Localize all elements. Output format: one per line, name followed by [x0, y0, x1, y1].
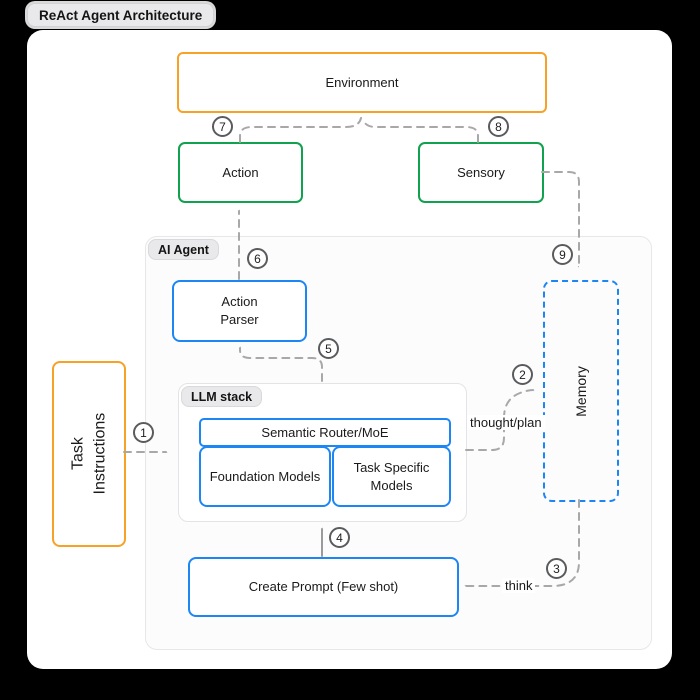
think-label: think [502, 578, 536, 593]
llm-stack-badge: LLM stack [181, 386, 263, 407]
node-task-specific-models: Task Specific Models [332, 446, 451, 507]
node-foundation-models: Foundation Models [199, 446, 331, 507]
step-circle-2: 2 [512, 364, 533, 385]
step-circle-9: 9 [552, 244, 573, 265]
thought-plan-label: thought/plan [467, 415, 545, 430]
step-circle-4: 4 [329, 527, 350, 548]
task-specific-models-label: Task Specific Models [353, 459, 430, 493]
node-action-parser: Action Parser [172, 280, 307, 342]
step-9-number: 9 [559, 247, 566, 262]
node-action: Action [178, 142, 303, 203]
node-memory: Memory [543, 280, 619, 502]
semantic-router-label: Semantic Router/MoE [261, 424, 389, 440]
environment-label: Environment [325, 74, 399, 90]
node-sensory: Sensory [418, 142, 544, 203]
sensory-label: Sensory [457, 164, 505, 180]
step-3-number: 3 [553, 561, 560, 576]
node-semantic-router: Semantic Router/MoE [199, 418, 451, 447]
step-circle-8: 8 [488, 116, 509, 137]
node-environment: Environment [177, 52, 547, 113]
step-8-number: 8 [495, 119, 502, 134]
task-instructions-label: Task Instructions [69, 413, 108, 495]
memory-label: Memory [572, 365, 589, 417]
diagram-title-badge: ReAct Agent Architecture [27, 3, 215, 27]
step-7-number: 7 [219, 119, 226, 134]
step-circle-5: 5 [318, 338, 339, 359]
step-circle-7: 7 [212, 116, 233, 137]
step-circle-6: 6 [247, 248, 268, 269]
create-prompt-label: Create Prompt (Few shot) [248, 579, 399, 595]
step-4-number: 4 [336, 530, 343, 545]
node-create-prompt: Create Prompt (Few shot) [188, 557, 459, 617]
diagram-title: ReAct Agent Architecture [39, 7, 203, 23]
node-task-instructions: Task Instructions [52, 361, 126, 547]
ai-agent-badge: AI Agent [148, 239, 219, 260]
step-5-number: 5 [325, 341, 332, 356]
step-2-number: 2 [519, 367, 526, 382]
foundation-models-label: Foundation Models [209, 468, 321, 484]
action-parser-label: Action Parser [220, 294, 259, 327]
ai-agent-label: AI Agent [158, 242, 209, 257]
action-label: Action [222, 164, 259, 180]
llm-stack-label: LLM stack [191, 389, 253, 404]
step-6-number: 6 [254, 251, 261, 266]
step-circle-3: 3 [546, 558, 567, 579]
step-1-number: 1 [140, 425, 147, 440]
step-circle-1: 1 [133, 422, 154, 443]
